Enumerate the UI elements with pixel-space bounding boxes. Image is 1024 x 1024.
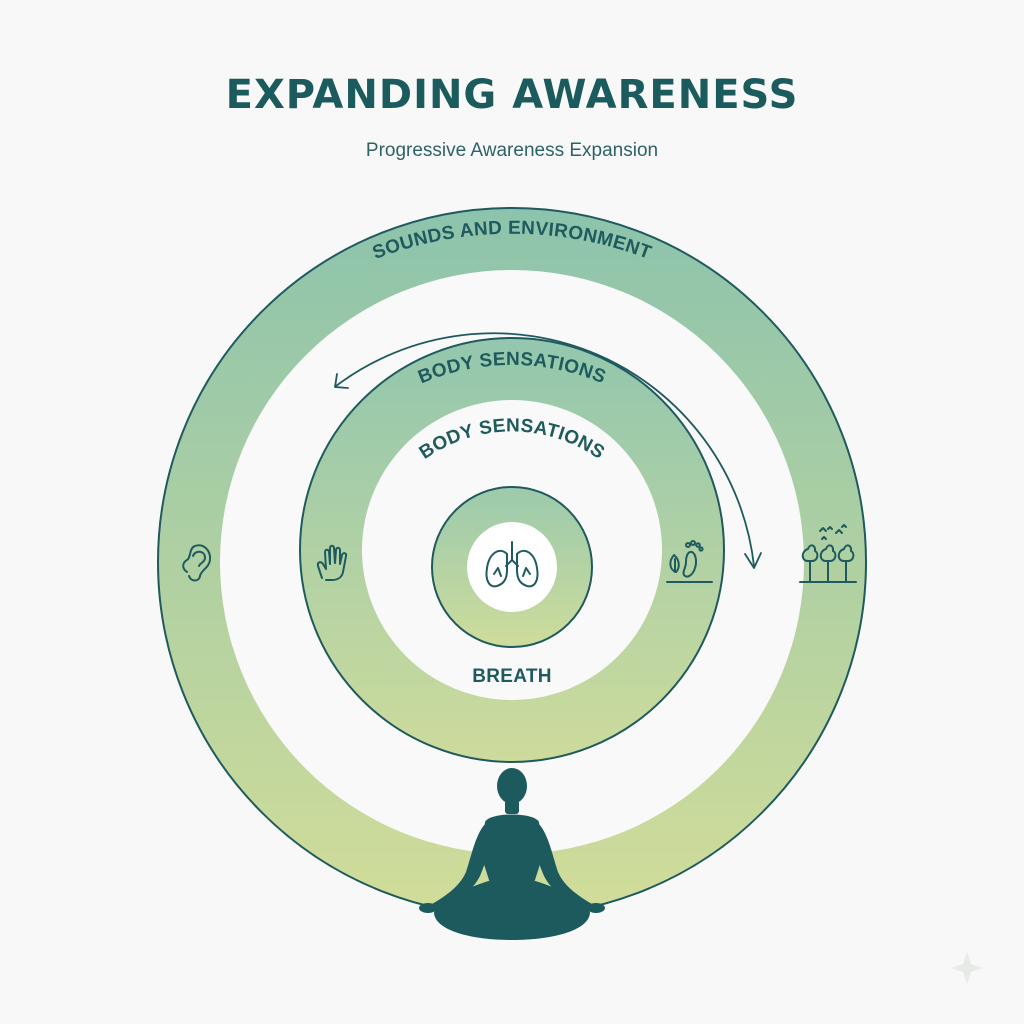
ear-icon <box>182 544 212 582</box>
inner-ring-bottom-label: BREATH <box>472 666 552 687</box>
meditating-person-icon <box>419 768 605 940</box>
trees-birds-icon <box>799 524 857 583</box>
inner-ring <box>431 486 593 648</box>
expansion-arrow <box>334 332 762 569</box>
hand-icon <box>316 544 348 581</box>
lungs-icon <box>485 541 539 588</box>
sparkle-icon <box>951 952 983 984</box>
page-title: EXPANDING AWARENESS <box>225 72 799 118</box>
page-subtitle: Progressive Awareness Expansion <box>365 140 659 161</box>
foot-icon <box>666 540 713 583</box>
